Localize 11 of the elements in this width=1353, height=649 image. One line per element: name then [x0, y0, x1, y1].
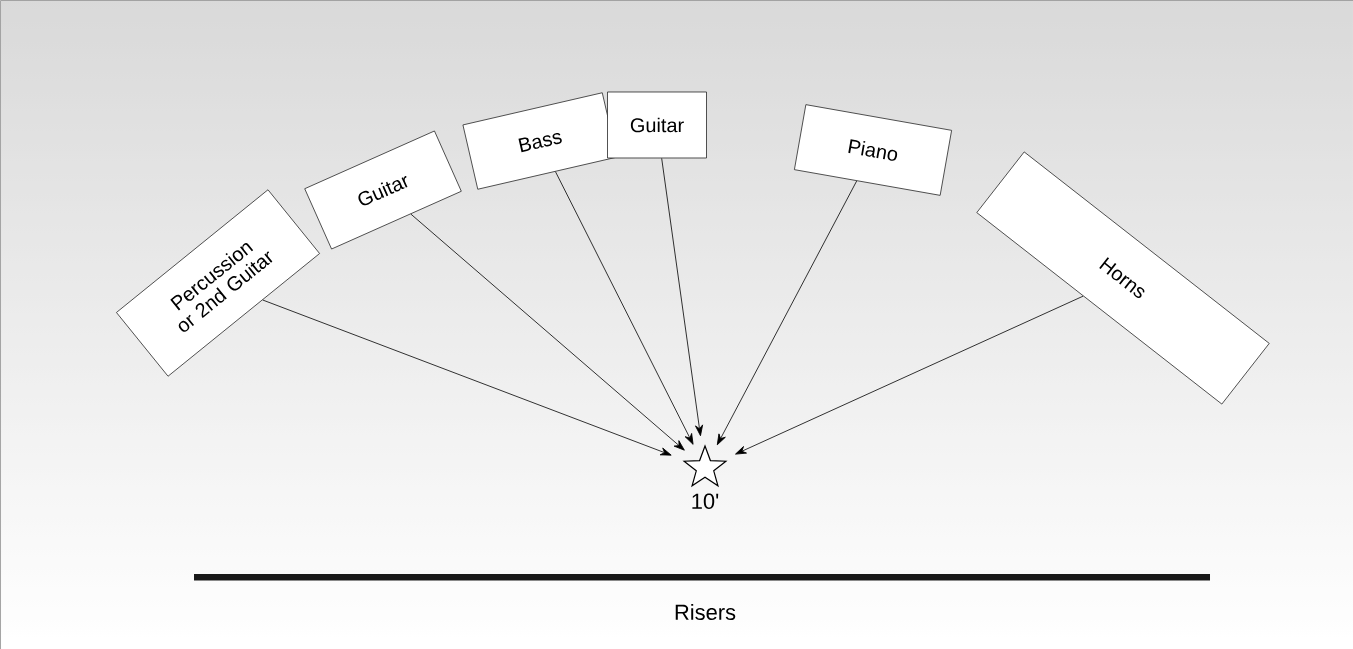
arrow: [716, 180, 858, 446]
distance-label: 10': [692, 493, 719, 510]
arrow: [661, 158, 704, 437]
arrow: [262, 299, 672, 456]
instrument-box: Guitar: [607, 91, 707, 159]
instrument-box: Piano: [794, 104, 952, 196]
riser-label: Risers: [675, 603, 736, 621]
instrument-box: Guitar: [304, 130, 462, 250]
arrow: [410, 213, 685, 451]
arrow: [735, 295, 1084, 455]
arrow: [555, 171, 694, 445]
